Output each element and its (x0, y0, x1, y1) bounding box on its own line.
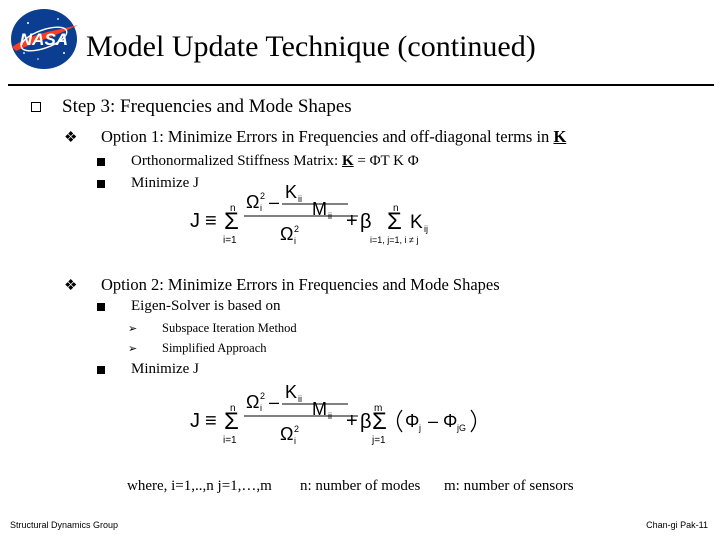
svg-text:Σ: Σ (372, 408, 387, 435)
arrow-bullet-icon: ➢ (128, 323, 138, 335)
square-bullet-icon (97, 158, 105, 166)
diamond-bullet-icon: ❖ (64, 130, 78, 146)
stiffness-matrix-item: Orthonormalized Stiffness Matrix: K = ΦT… (131, 153, 419, 169)
svg-text:ii: ii (328, 411, 332, 421)
step3-heading: Step 3: Frequencies and Mode Shapes (62, 96, 352, 117)
svg-text:2: 2 (294, 424, 299, 434)
svg-text:–: – (269, 192, 279, 212)
svg-text:β: β (360, 411, 372, 433)
formula-2: J ≡ n Σ i=1 Ω i 2 – K ii M ii Ω i 2 + β … (190, 382, 477, 446)
svg-text:Σ: Σ (224, 408, 239, 435)
eigen-solver-item: Eigen-Solver is based on (131, 298, 281, 314)
svg-text:n: n (230, 203, 236, 214)
svg-text:M: M (312, 199, 327, 219)
m-definition: m: number of sensors (444, 478, 574, 494)
svg-text:K: K (285, 182, 297, 202)
svg-text:i=1: i=1 (223, 235, 237, 246)
svg-text:2: 2 (260, 391, 265, 401)
square-bullet-icon (97, 366, 105, 374)
svg-text:Φ: Φ (443, 411, 457, 431)
svg-text:2: 2 (294, 224, 299, 234)
n-definition: n: number of modes (300, 478, 421, 494)
logo-swoosh (12, 25, 78, 51)
formula-1: J ≡ n Σ i=1 Ω i 2 – K ii M ii Ω i 2 + β … (190, 182, 428, 246)
svg-text:2: 2 (260, 191, 265, 201)
svg-text:j=1: j=1 (371, 435, 386, 446)
svg-text:β: β (360, 211, 372, 233)
square-bullet-icon (97, 303, 105, 311)
svg-text:ii: ii (328, 211, 332, 221)
svg-text:Ω: Ω (280, 224, 293, 244)
svg-text:m: m (374, 403, 382, 414)
svg-text:Ω: Ω (280, 424, 293, 444)
svg-text:≡: ≡ (205, 410, 217, 432)
title-rule (8, 84, 714, 86)
svg-text:M: M (312, 399, 327, 419)
svg-text:n: n (230, 403, 236, 414)
arrow-bullet-icon: ➢ (128, 343, 138, 355)
svg-text:n: n (393, 203, 399, 214)
footer-group: Structural Dynamics Group (10, 520, 119, 530)
diamond-bullet-icon: ❖ (64, 278, 78, 294)
method-simplified: Simplified Approach (162, 341, 267, 355)
svg-text:J: J (190, 210, 200, 232)
svg-text:+: + (346, 410, 358, 432)
footer-page: Chan-gi Pak-11 (646, 520, 708, 530)
svg-text:i: i (294, 236, 296, 246)
square-bullet-icon (97, 180, 105, 188)
svg-text:j: j (418, 423, 421, 433)
svg-text:ii: ii (298, 194, 302, 204)
svg-text:Σ: Σ (387, 208, 402, 235)
svg-text:jG: jG (456, 423, 466, 433)
svg-text:–: – (428, 411, 438, 431)
svg-text:ii: ii (298, 394, 302, 404)
slide-title: Model Update Technique (continued) (86, 30, 536, 63)
svg-text:–: – (269, 392, 279, 412)
option1-label: Option 1: Minimize Errors in Frequencies… (101, 127, 567, 146)
svg-text:+: + (346, 210, 358, 232)
minimize-j-item-1: Minimize J (131, 175, 199, 191)
svg-text:Ω: Ω (246, 392, 259, 412)
svg-text:i: i (260, 403, 262, 413)
svg-text:K: K (285, 382, 297, 402)
svg-text:i: i (260, 203, 262, 213)
svg-text:J: J (190, 410, 200, 432)
svg-text:i: i (294, 436, 296, 446)
svg-text:Ω: Ω (246, 192, 259, 212)
svg-text:i=1: i=1 (223, 435, 237, 446)
index-ranges: where, i=1,..,n j=1,…,m (127, 478, 272, 494)
method-subspace: Subspace Iteration Method (162, 321, 297, 335)
nasa-logo: NASA (11, 9, 78, 69)
hollow-square-bullet (31, 102, 41, 112)
svg-text:K: K (410, 212, 423, 233)
svg-text:i=1, j=1, i ≠ j: i=1, j=1, i ≠ j (370, 235, 418, 245)
svg-text:≡: ≡ (205, 210, 217, 232)
svg-text:ij: ij (424, 224, 428, 234)
minimize-j-item-2: Minimize J (131, 361, 199, 377)
logo-text: NASA (20, 30, 68, 49)
svg-text:Φ: Φ (405, 411, 419, 431)
option2-label: Option 2: Minimize Errors in Frequencies… (101, 275, 500, 294)
svg-text:Σ: Σ (224, 208, 239, 235)
